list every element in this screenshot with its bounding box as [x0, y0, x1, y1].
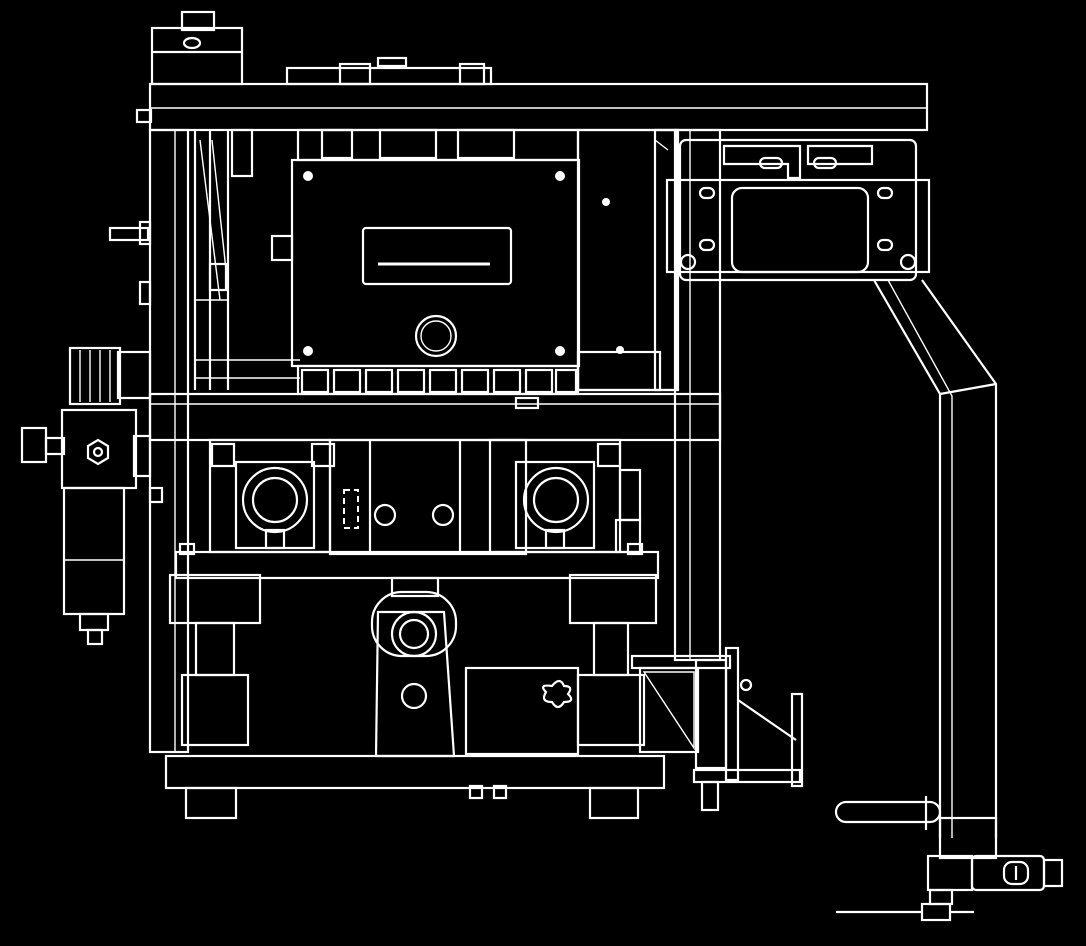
top-frame-beam	[148, 82, 929, 132]
bearing-housing-right	[488, 438, 642, 554]
connector-strip	[296, 364, 580, 396]
cylinder-clevis	[370, 576, 458, 758]
base-plate	[164, 754, 666, 820]
guide-carriage	[665, 138, 931, 282]
sensor-head	[836, 854, 1064, 922]
inner-rail-assembly	[193, 128, 300, 390]
support-arm	[873, 279, 998, 860]
center-housing	[328, 438, 528, 556]
sensor-rod	[834, 796, 942, 830]
top-mount-block	[150, 10, 493, 86]
control-box	[290, 128, 680, 392]
pneumatic-regulator	[20, 346, 152, 646]
middle-frame-beam	[148, 392, 722, 442]
lower-plate	[168, 542, 660, 747]
lower-right-bracket	[464, 646, 804, 812]
bearing-housing-left	[208, 438, 336, 554]
